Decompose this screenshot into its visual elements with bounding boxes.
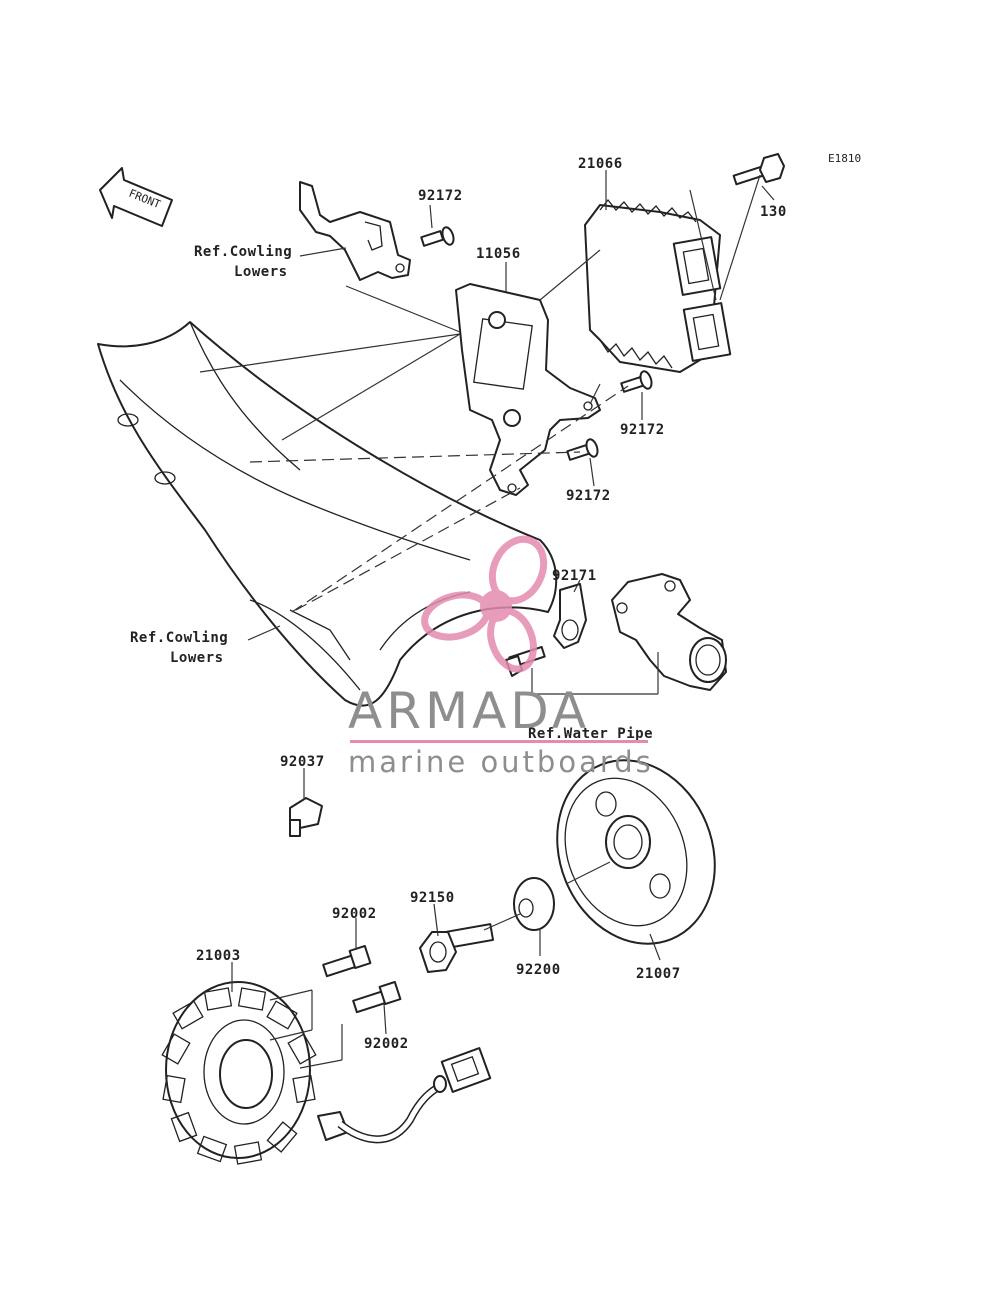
leader-lines bbox=[199, 170, 775, 1069]
label-92171: 92171 bbox=[552, 568, 597, 584]
propeller-logo-icon bbox=[421, 535, 548, 673]
clip-92037-part bbox=[289, 797, 323, 837]
bolt-92172-mid-part bbox=[620, 370, 653, 393]
label-92172-low: 92172 bbox=[566, 488, 611, 504]
watermark-title: ARMADA bbox=[348, 682, 590, 740]
clamp-92171-part bbox=[553, 583, 587, 649]
front-arrow-icon: FRONT bbox=[99, 167, 173, 227]
bolt-92150-part bbox=[419, 923, 495, 973]
label-92172-top: 92172 bbox=[418, 188, 463, 204]
label-92172-mid: 92172 bbox=[620, 422, 665, 438]
label-21007: 21007 bbox=[636, 966, 681, 982]
label-ref-cowling-top-2: Lowers bbox=[234, 264, 288, 280]
bolt-92172-top-part bbox=[420, 226, 455, 247]
watermark: ARMADA marine outboards bbox=[348, 535, 654, 779]
washer-92200-part bbox=[513, 877, 555, 931]
stator-21003-part bbox=[161, 981, 492, 1165]
bolt-92002-low-part bbox=[352, 980, 402, 1014]
rotor-21007-part bbox=[556, 759, 716, 945]
label-ref-cowling-left-2: Lowers bbox=[170, 650, 224, 666]
part-labels: 21066 130 92172 Ref.Cowling Lowers 11056… bbox=[130, 156, 787, 1052]
water-pipe-part bbox=[611, 573, 727, 691]
label-130: 130 bbox=[760, 204, 787, 220]
regulator-rectifier-21066-part bbox=[584, 198, 732, 373]
label-ref-cowling-left-1: Ref.Cowling bbox=[130, 630, 228, 646]
bolt-92172-low-part bbox=[566, 438, 599, 461]
label-92002-top: 92002 bbox=[332, 906, 377, 922]
bolt-130-part bbox=[732, 153, 785, 186]
label-92002-low: 92002 bbox=[364, 1036, 409, 1052]
cowling-bracket-part bbox=[299, 181, 411, 281]
mounting-plate-11056-part bbox=[455, 283, 601, 496]
watermark-rule bbox=[350, 740, 648, 743]
label-11056: 11056 bbox=[476, 246, 521, 262]
watermark-subtitle: marine outboards bbox=[348, 745, 654, 779]
label-ref-water-pipe: Ref.Water Pipe bbox=[528, 726, 653, 742]
label-ref-cowling-top-1: Ref.Cowling bbox=[194, 244, 292, 260]
bolt-92002-top-part bbox=[322, 944, 372, 978]
label-92037: 92037 bbox=[280, 754, 325, 770]
diagram-code: E1810 bbox=[828, 152, 861, 165]
label-21003: 21003 bbox=[196, 948, 241, 964]
label-21066: 21066 bbox=[578, 156, 623, 172]
label-92150: 92150 bbox=[410, 890, 455, 906]
label-92200: 92200 bbox=[516, 962, 561, 978]
